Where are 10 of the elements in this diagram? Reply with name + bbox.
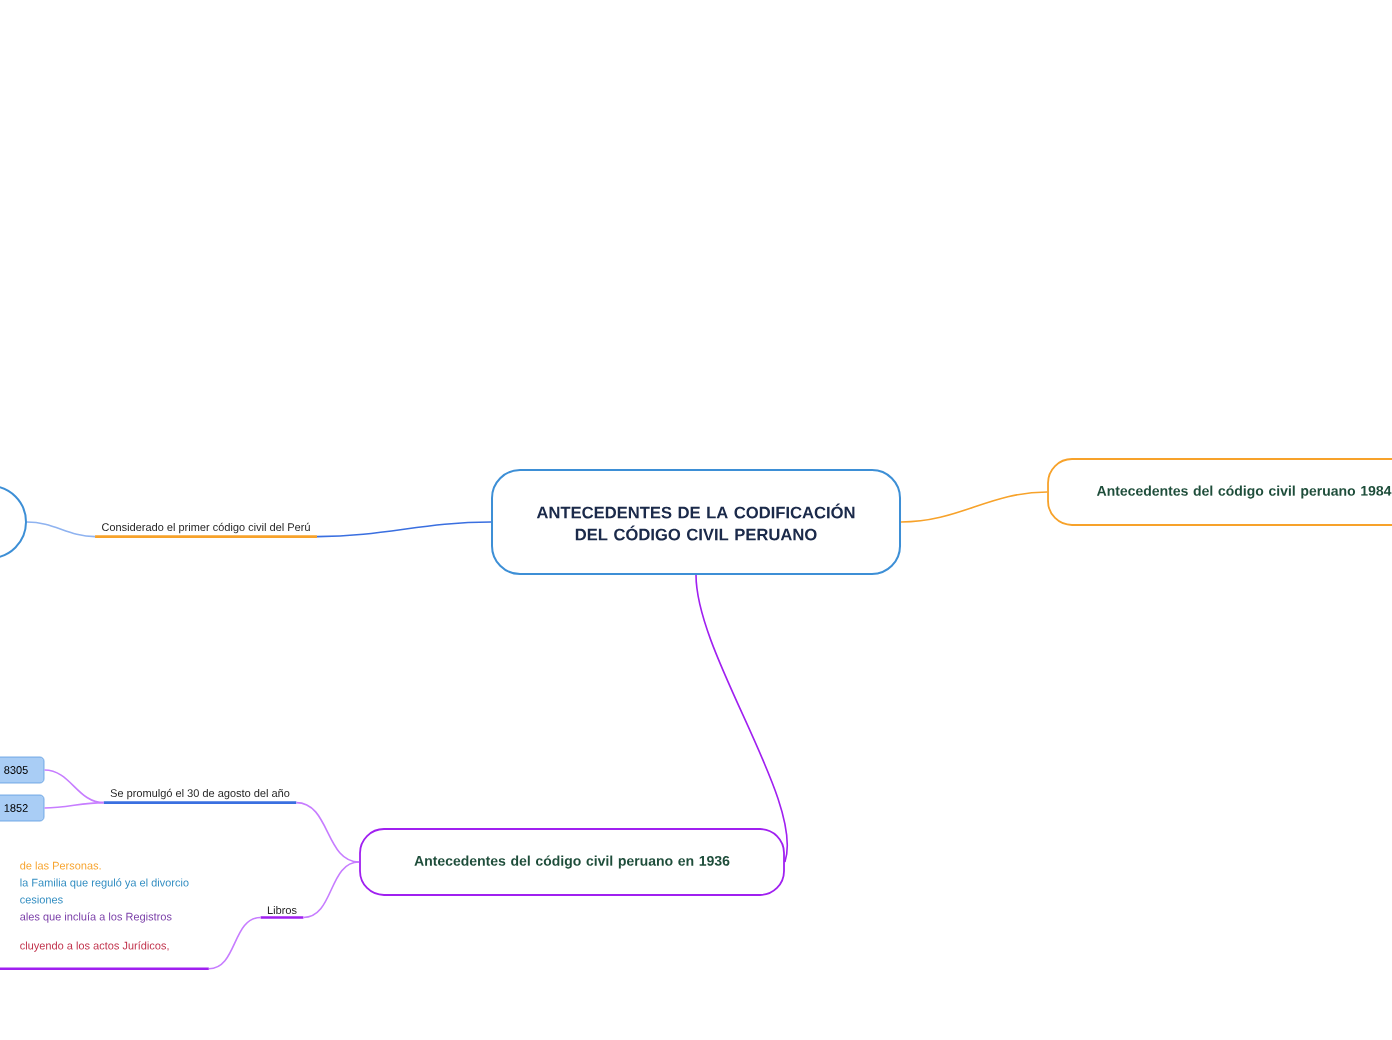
connector-line bbox=[302, 861, 360, 919]
connector-line bbox=[26, 521, 96, 538]
topic-box: ANTECEDENTES DE LA CODIFICACIÓN DEL CÓDIGO CIVIL PERUANO bbox=[491, 469, 901, 575]
connector-line bbox=[43, 769, 105, 804]
connector-line bbox=[43, 801, 105, 809]
connector-line bbox=[208, 916, 262, 970]
connector-line bbox=[695, 574, 789, 863]
connector-line bbox=[295, 801, 360, 863]
connector-line bbox=[900, 491, 1048, 523]
connector-line bbox=[316, 521, 492, 538]
